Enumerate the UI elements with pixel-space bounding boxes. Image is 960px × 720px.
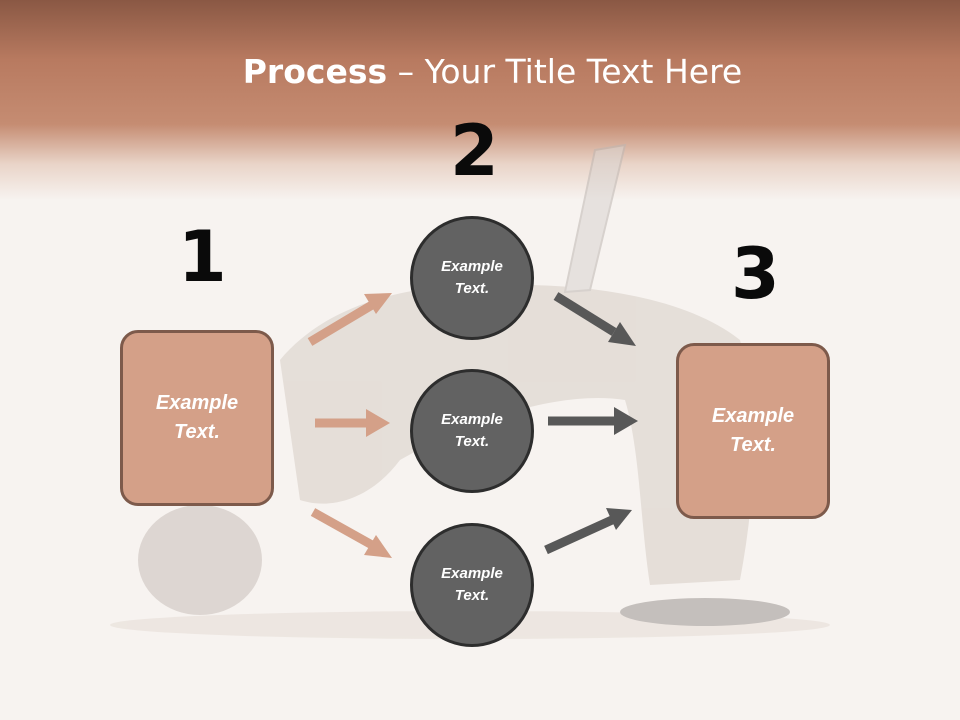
- step2-circle-3: Example Text.: [410, 523, 534, 647]
- step-number-2: 2: [450, 110, 499, 192]
- arrow-from-circle-2: [548, 407, 638, 435]
- step2-circle-1: Example Text.: [410, 216, 534, 340]
- slide-title: Process – Your Title Text Here: [0, 52, 960, 91]
- step-number-3: 3: [731, 233, 780, 315]
- step-number-1: 1: [178, 216, 227, 298]
- title-bold-text: Process: [242, 52, 388, 91]
- header-band: [0, 0, 960, 200]
- title-rest-text: – Your Title Text Here: [387, 52, 743, 91]
- step2-circle-2: Example Text.: [410, 369, 534, 493]
- arrow-to-circle-1: [307, 293, 392, 346]
- arrow-to-circle-2: [315, 409, 390, 437]
- arrow-to-circle-3: [310, 508, 392, 558]
- arrow-from-circle-1: [553, 292, 636, 346]
- step1-box: Example Text.: [120, 330, 274, 506]
- step3-box: Example Text.: [676, 343, 830, 519]
- arrow-from-circle-3: [544, 508, 632, 555]
